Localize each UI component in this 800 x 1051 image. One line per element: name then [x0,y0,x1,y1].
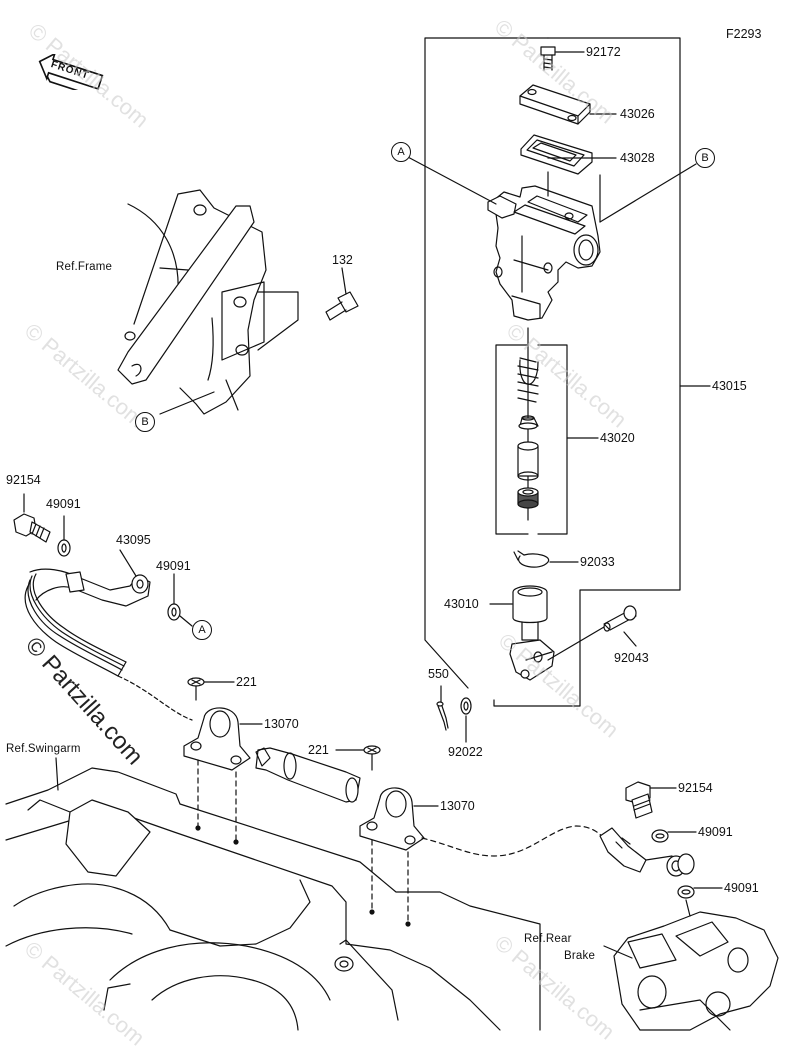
push-rod-43010 [489,585,555,681]
part-number: 92033 [580,555,615,569]
part-number: 43015 [712,379,747,393]
washer-49091-bottom1 [651,829,697,843]
callout-a: A [391,142,411,162]
part-number: 13070 [440,799,475,813]
part-number: 92154 [6,473,41,487]
cotter-pin-550 [436,685,449,731]
ref-frame-label: Ref.Frame [56,261,113,273]
banjo-bolt-92154-top [13,493,51,543]
screw-221-top [187,677,235,701]
washer-49091-mid [167,573,193,627]
part-number: 221 [236,675,257,689]
part-number: 92154 [678,781,713,795]
piston-kit-43020 [517,327,539,521]
banjo-bolt-92154-bottom [625,781,677,819]
screw-92172 [540,46,585,71]
part-number: 43026 [620,107,655,121]
rear-hose-end [599,827,695,877]
part-number: 132 [332,253,353,267]
front-arrow-icon [38,54,104,90]
callout-b: B [695,148,715,168]
part-number: 43010 [444,597,479,611]
swingarm [5,757,541,1031]
callout-b: B [135,412,155,432]
master-cylinder-body [487,157,601,321]
rear-brake-caliper [603,899,779,1031]
part-number: 43095 [116,533,151,547]
part-number: 49091 [698,825,733,839]
part-number: 92043 [614,651,649,665]
part-number: 550 [428,667,449,681]
screw-221-mid [335,745,381,771]
washer-92022 [460,697,472,743]
washer-49091-bottom2 [677,885,723,899]
callout-a: A [192,620,212,640]
ref-rear-brake-label-2: Brake [564,950,596,962]
part-number: 49091 [156,559,191,573]
part-number: 92022 [448,745,483,759]
washer-49091-top [57,515,71,557]
assembly-brackets [424,37,711,707]
sleeve [255,747,361,803]
part-number: 13070 [264,717,299,731]
bolt-132 [325,267,359,321]
hose-43095 [24,549,193,721]
frame-bracket [117,189,299,415]
clamp-13070-mid [359,787,439,923]
part-number: 49091 [724,881,759,895]
part-number: 49091 [46,497,81,511]
ref-swingarm-label: Ref.Swingarm [6,743,81,755]
circlip-92033 [513,550,579,568]
diaphragm-43028 [520,134,617,175]
figure-code: F2293 [726,27,762,41]
clamp-13070-top [183,707,263,841]
pin-92043 [547,605,637,661]
part-number: 43028 [620,151,655,165]
part-number: 43020 [600,431,635,445]
part-number: 92172 [586,45,621,59]
part-number: 221 [308,743,329,757]
cap-43026 [519,84,617,125]
ref-rear-brake-label: Ref.Rear [524,933,572,945]
